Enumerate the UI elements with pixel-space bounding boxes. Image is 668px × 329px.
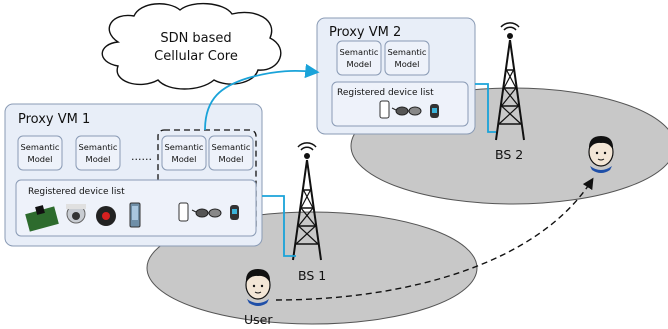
- band-icon: [230, 205, 239, 220]
- vm1-model3-label2: Model: [172, 154, 197, 164]
- vm1-model3-label: Semantic: [165, 142, 204, 152]
- glasses-icon: [391, 106, 422, 116]
- vm1-semantic-model-1: [17, 135, 63, 171]
- phone-icon: [129, 202, 141, 228]
- vm1-ellipsis: ......: [131, 150, 152, 163]
- vm2-bs2-link: [475, 83, 496, 133]
- glasses-icon: [191, 208, 222, 218]
- cloud-line1: SDN based: [160, 31, 231, 46]
- camera-icon: [66, 204, 86, 224]
- vm1-model2-label2: Model: [86, 154, 111, 164]
- vm1-model1-label: Semantic: [21, 142, 60, 152]
- bs1-label: BS 1: [298, 268, 326, 283]
- vm2-model1-label2: Model: [347, 59, 372, 69]
- vm1-model4-label: Semantic: [212, 142, 251, 152]
- user-movement-path: [275, 177, 594, 301]
- vm2-semantic-model-1: [336, 40, 382, 76]
- vm1-model2-label: Semantic: [79, 142, 118, 152]
- vm2-registered-label: Registered device list: [337, 88, 434, 98]
- proxy-vm-1-title: Proxy VM 1: [18, 112, 90, 127]
- cloud-line2: Cellular Core: [154, 49, 238, 64]
- vm2-semantic-model-2: [384, 40, 430, 76]
- vm1-registered-label: Registered device list: [28, 187, 125, 197]
- vm2-model2-label2: Model: [395, 59, 420, 69]
- vm1-bs1-link: [262, 195, 296, 257]
- vm1-model1-label2: Model: [28, 154, 53, 164]
- proxy-vm-1-panel: Proxy VM 1 Semantic Model Semantic Model…: [4, 103, 263, 247]
- vm1-semantic-model-4: [208, 135, 254, 171]
- vm1-semantic-model-2: [75, 135, 121, 171]
- button-icon: [96, 206, 116, 226]
- proxy-vm-2-title: Proxy VM 2: [329, 25, 401, 40]
- board-icon: [25, 205, 59, 232]
- band-icon: [430, 104, 439, 118]
- vm2-model1-label: Semantic: [340, 47, 379, 57]
- bs2-label: BS 2: [495, 147, 523, 162]
- proxy-vm-2-panel: Proxy VM 2 Semantic Model Semantic Model…: [316, 17, 476, 135]
- smartphone-icon: [379, 100, 390, 119]
- migration-group: [157, 129, 257, 235]
- sdn-cloud: SDN based Cellular Core: [101, 3, 282, 90]
- migration-link: [204, 63, 320, 131]
- user-label: User: [244, 312, 273, 327]
- vm2-model2-label: Semantic: [388, 47, 427, 57]
- smartphone-icon: [178, 202, 189, 222]
- vm1-model4-label2: Model: [219, 154, 244, 164]
- vm1-semantic-model-3: [161, 135, 207, 171]
